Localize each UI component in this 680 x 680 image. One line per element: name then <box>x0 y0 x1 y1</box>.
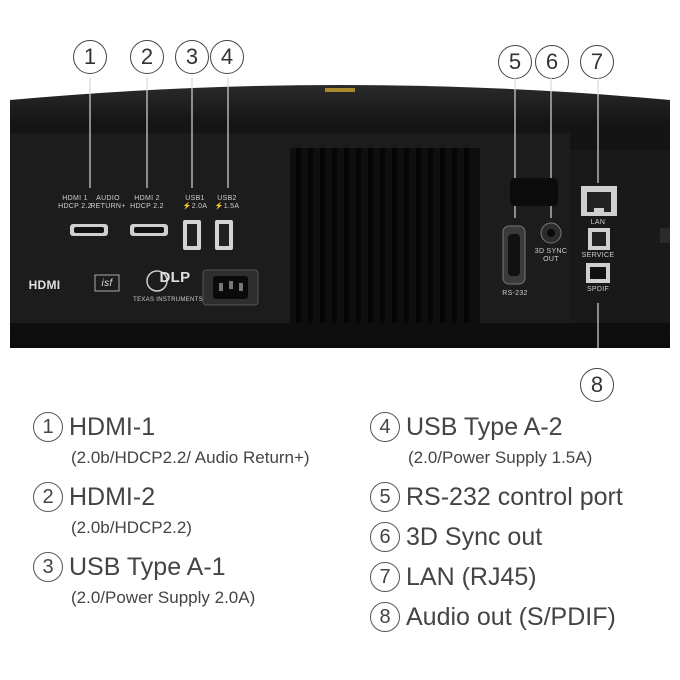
legend-num-5: 5 <box>370 482 400 512</box>
lan-port <box>581 186 617 216</box>
io-panel-right <box>570 150 670 323</box>
usb-1-port <box>183 220 201 250</box>
spdif-port <box>586 263 610 283</box>
callout-5: 5 <box>498 45 532 79</box>
legend-sub-4: (2.0/Power Supply 1.5A) <box>408 448 593 467</box>
hdmi1-label: HDMI 1 <box>62 195 88 202</box>
ir-window <box>510 178 558 206</box>
callout-8: 8 <box>580 368 614 402</box>
legend-title-7: LAN (RJ45) <box>406 562 537 591</box>
service-label: SERVICE <box>581 252 615 259</box>
sync-out-port <box>540 222 562 244</box>
callout-1: 1 <box>73 40 107 74</box>
legend-num-8: 8 <box>370 602 400 632</box>
ti-text: TEXAS INSTRUMENTS <box>133 297 203 303</box>
hdmi2-sub-label: HDCP 2.2 <box>130 203 164 210</box>
gold-accent <box>325 88 355 92</box>
legend-sub-2: (2.0b/HDCP2.2) <box>71 518 192 537</box>
legend-title-8: Audio out (S/PDIF) <box>406 602 616 631</box>
hdmi-1-port <box>70 224 108 236</box>
legend-title-5: RS-232 control port <box>406 482 623 511</box>
rs232-port <box>502 225 526 285</box>
hdmi-2-port <box>130 224 168 236</box>
projector-rear-panel <box>10 78 670 348</box>
legend-num-3: 3 <box>33 552 63 582</box>
legend-title-4: USB Type A-2 <box>406 412 563 441</box>
spdif-label: SPDIF <box>586 286 610 293</box>
dlp-logo-icon <box>146 270 168 292</box>
legend-num-1: 1 <box>33 412 63 442</box>
power-inlet <box>202 269 259 306</box>
legend-num-2: 2 <box>33 482 63 512</box>
sync-out-label: 3D SYNC OUT <box>534 248 568 263</box>
callout-7: 7 <box>580 45 614 79</box>
lan-label: LAN <box>590 219 606 226</box>
dlp-logo-text: DLP <box>159 269 191 286</box>
legend-sub-3: (2.0/Power Supply 2.0A) <box>71 588 256 607</box>
legend-num-7: 7 <box>370 562 400 592</box>
callout-2: 2 <box>130 40 164 74</box>
legend-title-3: USB Type A-1 <box>69 552 226 581</box>
vent-grille <box>290 148 480 323</box>
usb-2-port <box>215 220 233 250</box>
callout-3: 3 <box>175 40 209 74</box>
legend-title-6: 3D Sync out <box>406 522 543 551</box>
rs232-label: RS-232 <box>502 290 528 297</box>
legend-title-2: HDMI-2 <box>69 482 156 511</box>
callout-6: 6 <box>535 45 569 79</box>
hdmi1-sub-label: HDCP 2.2 <box>58 203 92 210</box>
legend-num-4: 4 <box>370 412 400 442</box>
audio-return-label: AUDIO RETURN+ <box>90 195 126 210</box>
usb2-power-label: ⚡1.5A <box>214 203 240 210</box>
isf-logo-icon <box>94 274 120 292</box>
isf-logo-text: isf <box>101 278 113 289</box>
legend-sub-1: (2.0b/HDCP2.2/ Audio Return+) <box>71 448 310 467</box>
service-port <box>588 228 610 250</box>
legend-num-6: 6 <box>370 522 400 552</box>
callout-4: 4 <box>210 40 244 74</box>
hdmi-logo: HDMI <box>28 278 61 292</box>
legend-title-1: HDMI-1 <box>69 412 156 441</box>
hdmi2-label: HDMI 2 <box>134 195 160 202</box>
usb1-label: USB1 <box>185 195 205 202</box>
usb2-label: USB2 <box>217 195 237 202</box>
usb1-power-label: ⚡2.0A <box>182 203 208 210</box>
